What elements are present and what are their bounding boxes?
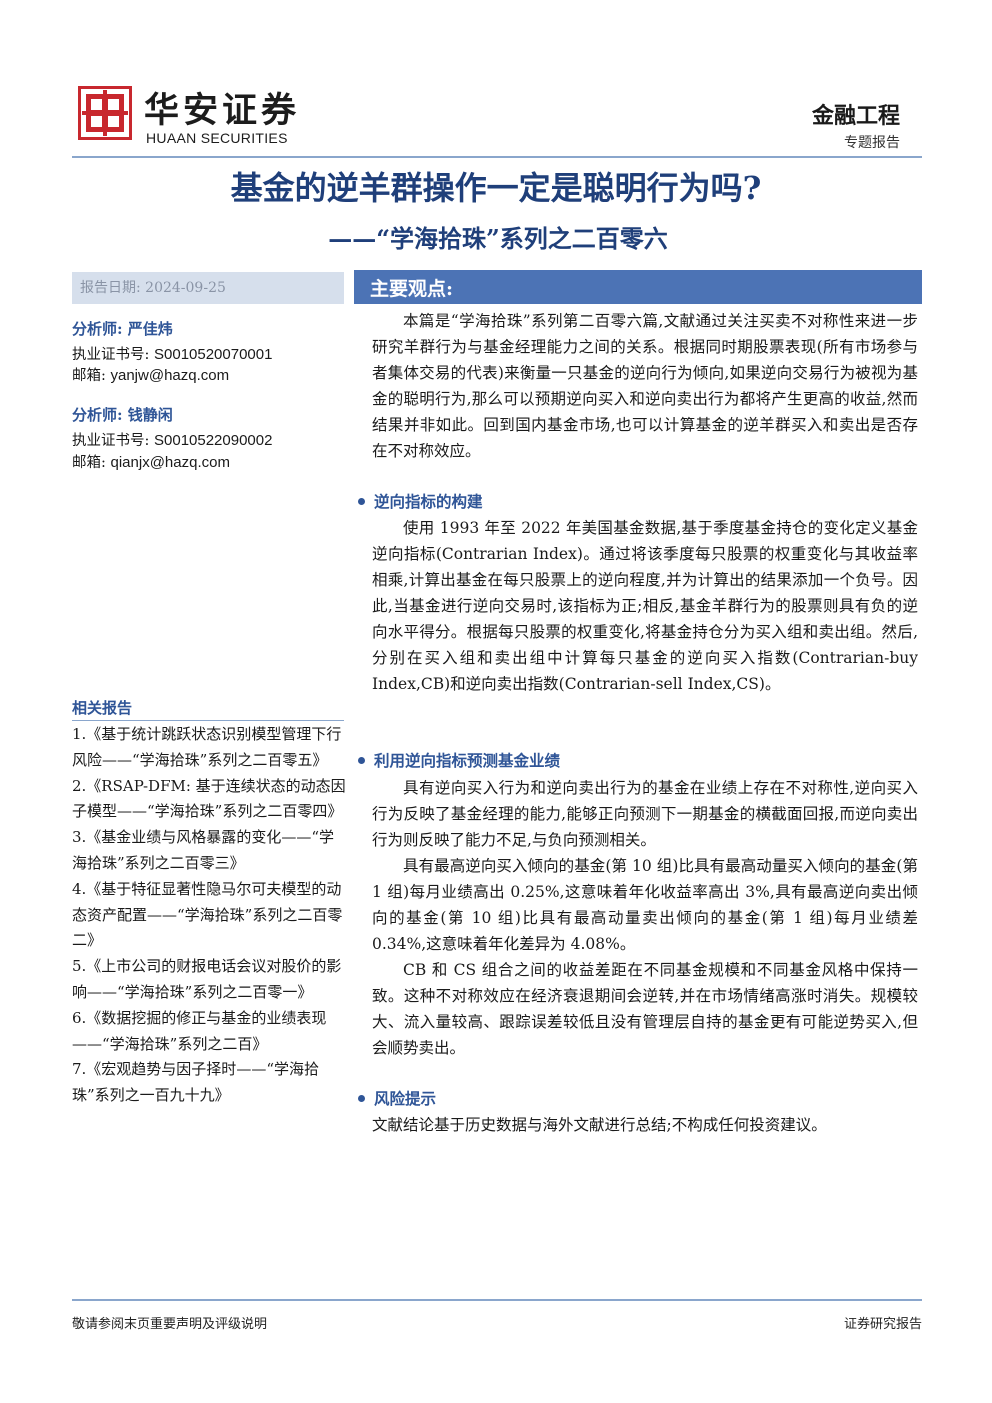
cert-label: 执业证书号: [72,433,150,449]
related-reports-divider [72,720,344,721]
report-title: 基金的逆羊群操作一定是聪明行为吗? [230,169,762,207]
footer-divider [72,1299,922,1301]
report-subtitle: ——“学海拾珠”系列之二百零六 [328,224,668,253]
analyst-name: 分析师: 钱静闲 [72,406,173,424]
report-type-label: 专题报告 [844,135,900,151]
email-label: 邮箱: [72,368,106,384]
body-paragraph: 使用 1993 年至 2022 年美国基金数据,基于季度基金持仓的变化定义基金逆… [372,519,918,693]
cert-label: 执业证书号: [72,347,150,363]
related-report-item[interactable]: 2.《RSAP-DFM: 基于连续状态的动态因子模型——“学海拾珠”系列之二百零… [72,776,346,821]
analyst-cert: 执业证书号: S0010522090002 [72,429,272,450]
related-report-item[interactable]: 1.《基于统计跳跃状态识别模型管理下行风险——“学海拾珠”系列之二百零五》 [72,725,342,769]
section-title: 风险提示 [374,1089,437,1108]
intro-paragraph: 本篇是“学海拾珠”系列第二百零六篇,文献通过关注买卖不对称性来进一步研究羊群行为… [372,312,918,460]
cert-number: S0010522090002 [154,432,273,449]
analyst-name: 分析师: 严佳炜 [72,320,173,338]
related-reports-list: 1.《基于统计跳跃状态识别模型管理下行风险——“学海拾珠”系列之二百零五》 2.… [72,722,347,1109]
key-points-bar [354,270,922,304]
section-heading: 风险提示 [358,1087,436,1109]
department-label: 金融工程 [811,103,900,129]
analyst-email: 邮箱: qianjx@hazq.com [72,451,230,472]
section-title: 逆向指标的构建 [374,492,483,511]
bullet-icon [358,497,365,505]
related-report-item[interactable]: 4.《基于特征显著性隐马尔可夫模型的动态资产配置——“学海拾珠”系列之二百零二》 [72,879,343,950]
bullet-icon [358,1094,365,1102]
section-heading: 逆向指标的构建 [358,490,483,512]
brand-name-en: HUAAN SECURITIES [146,130,288,146]
email-address[interactable]: qianjx@hazq.com [110,454,230,471]
related-report-item[interactable]: 3.《基金业绩与风格暴露的变化——“学海拾珠”系列之二百零三》 [72,828,334,872]
related-report-item[interactable]: 7.《宏观趋势与因子择时——“学海拾珠”系列之一百九十九》 [72,1060,319,1105]
related-report-item[interactable]: 5.《上市公司的财报电话会议对股价的影响——“学海拾珠”系列之二百零一》 [72,957,342,1001]
related-reports-title: 相关报告 [72,699,133,717]
key-points-title: 主要观点: [370,278,454,300]
footer-disclaimer: 敬请参阅末页重要声明及评级说明 [72,1317,268,1332]
huaan-logo-icon [78,86,132,140]
footer-label: 证券研究报告 [843,1317,922,1332]
report-date: 报告日期: 2024-09-25 [72,272,344,304]
section-heading: 利用逆向指标预测基金业绩 [358,749,560,771]
section-title: 利用逆向指标预测基金业绩 [374,751,561,770]
analyst-cert: 执业证书号: S0010520070001 [72,343,272,364]
body-paragraph: CB 和 CS 组合之间的收益差距在不同基金规模和不同基金风格中保持一致。这种不… [372,961,918,1057]
related-report-item[interactable]: 6.《数据挖掘的修正与基金的业绩表现——“学海拾珠”系列之二百》 [72,1008,327,1053]
email-address[interactable]: yanjw@hazq.com [110,367,230,384]
body-paragraph: 具有最高逆向买入倾向的基金(第 10 组)比具有最高动量买入倾向的基金(第 1 … [372,857,918,953]
brand-name-cn: 华安证券 [144,90,301,131]
header-divider [72,156,922,158]
body-paragraph: 具有逆向买入行为和逆向卖出行为的基金在业绩上存在不对称性,逆向买入行为反映了基金… [372,779,918,849]
body-paragraph: 文献结论基于历史数据与海外文献进行总结;不构成任何投资建议。 [372,1116,827,1134]
cert-number: S0010520070001 [154,346,273,363]
bullet-icon [358,756,365,764]
email-label: 邮箱: [72,455,106,471]
analyst-email: 邮箱: yanjw@hazq.com [72,364,229,385]
